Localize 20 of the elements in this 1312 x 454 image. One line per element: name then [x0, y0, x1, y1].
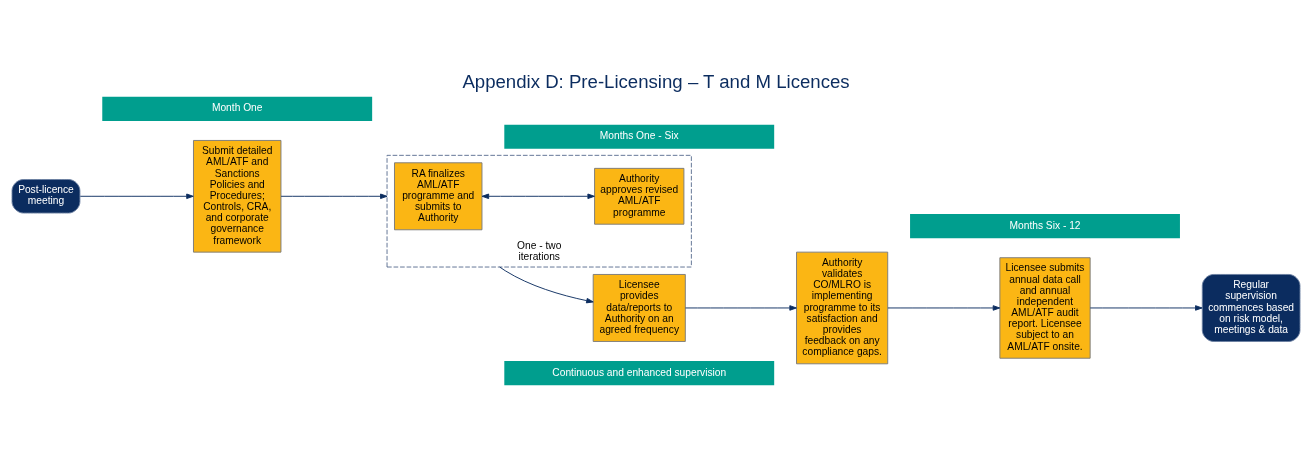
arrow — [280, 193, 388, 200]
node-box: Licensee provides data/reports to Authority on an agreed frequency — [592, 274, 686, 342]
arrow — [887, 305, 1001, 311]
arrow — [499, 266, 594, 304]
diagram-title: Appendix D: Pre-Licensing – T and M Licences — [462, 71, 850, 93]
node-box: Submit detailed AML/ATF and Sanctions Policies and Procedures; Controls, CRA, and corporate governance framework — [193, 140, 282, 253]
node-box: Post-licence meeting — [11, 179, 81, 214]
node-box: Continuous and enhanced supervision — [504, 361, 775, 386]
node-box: Months One - Six — [504, 124, 775, 149]
arrow — [79, 193, 194, 200]
node-box: RA finalizes AML/ATF programme and submits to Authority — [394, 162, 483, 231]
node-box: Licensee submits annual data call and annual independent AML/ATF audit report. Licensee subject to an AML/ATF onsite. — [999, 257, 1091, 359]
arrow — [481, 193, 595, 200]
node-box: Authority approves revised AML/ATF programme — [594, 167, 685, 225]
node-box: Authority validates CO/MLRO is implementing programme to its satisfaction and provides feedback on any compliance gaps. — [796, 251, 889, 365]
node-box: Month One — [102, 96, 373, 121]
arrow — [1089, 305, 1203, 311]
arrow — [685, 305, 797, 311]
node-box: Months Six - 12 — [910, 213, 1180, 239]
node-box: Regular supervision commences based on risk model, meetings & data — [1201, 274, 1301, 342]
